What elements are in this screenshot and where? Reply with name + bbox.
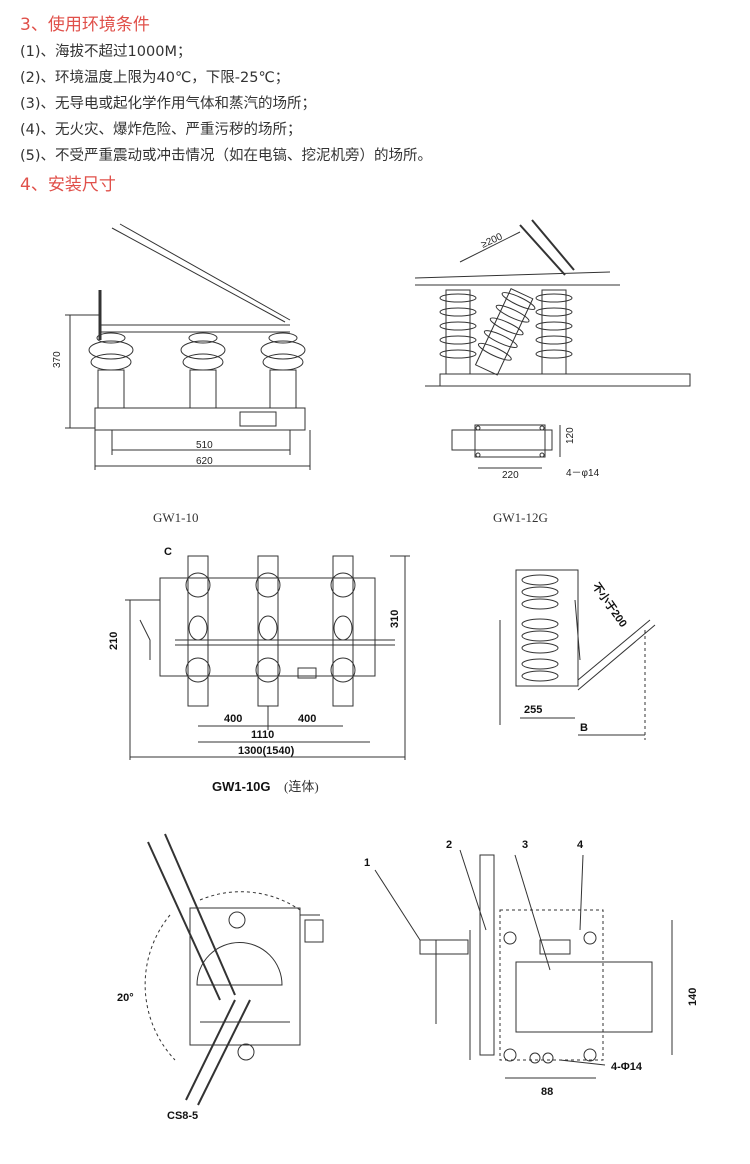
condition-item-1: (1)、海拔不超过1000M；: [20, 44, 192, 60]
gw1-12g-dim-angle: ≥200: [480, 231, 505, 251]
drawing-gw1-10g: C 210 310 400 400 1110 1300(1540) GW1-10…: [108, 546, 410, 794]
mechanism-dim-holes: 4-Φ14: [611, 1061, 643, 1073]
gw1-10g-caption: GW1-10G: [212, 779, 271, 794]
drawing-cs8-5: 20° CS8-5: [117, 833, 324, 1122]
mechanism-dim-height: 140: [687, 988, 699, 1006]
gw1-10g-dim-left: 210: [108, 632, 120, 650]
section-4-title: 4、安装尺寸: [20, 175, 116, 195]
condition-item-5: (5)、不受严重震动或冲击情况（如在电镐、挖泥机旁）的场所。: [20, 148, 433, 164]
gw1-12g-dim-height: 120: [565, 427, 576, 444]
gw1-12g-dim-holes: 4－φ14: [566, 468, 600, 479]
side-label-b: B: [580, 722, 588, 734]
condition-item-2: (2)、环境温度上限为40℃，下限-25℃；: [20, 70, 290, 86]
gw1-10-dim-height: 370: [52, 351, 63, 368]
side-dim-255: 255: [524, 704, 542, 716]
drawing-gw1-12g: ≥200 120 220 4－φ14 GW1-12G: [414, 219, 691, 525]
cs8-angle: 20°: [117, 992, 134, 1004]
gw1-12g-caption: GW1-12G: [493, 510, 548, 525]
gw1-10g-label-c: C: [164, 546, 172, 558]
drawing-mechanism: 1 2 3 4 140 88 4-Φ14: [364, 839, 699, 1098]
condition-item-4: (4)、无火灾、爆炸危险、严重污秽的场所；: [20, 122, 302, 138]
condition-item-3: (3)、无导电或起化学作用气体和蒸汽的场所；: [20, 96, 317, 112]
gw1-10-caption: GW1-10: [153, 510, 199, 525]
section-3-title: 3、使用环境条件: [20, 15, 150, 35]
gw1-10g-dim-b: 400: [298, 713, 316, 725]
mechanism-label-1: 1: [364, 857, 370, 869]
gw1-10g-caption-suffix: (连体): [284, 779, 319, 794]
mechanism-label-2: 2: [446, 839, 452, 851]
mechanism-label-3: 3: [522, 839, 528, 851]
gw1-10g-dim-right: 310: [389, 610, 401, 628]
mechanism-dim-width: 88: [541, 1086, 553, 1098]
side-note: 不小于200: [590, 580, 631, 630]
gw1-10g-dim-inner: 1110: [251, 729, 274, 741]
gw1-10g-dim-a: 400: [224, 713, 242, 725]
gw1-10-dim-inner: 510: [196, 440, 213, 451]
mechanism-label-4: 4: [577, 839, 584, 851]
drawing-gw1-10: 370 510 620 GW1-10: [52, 223, 311, 525]
gw1-10g-dim-outer: 1300(1540): [238, 745, 295, 757]
cs8-caption: CS8-5: [167, 1110, 198, 1122]
gw1-12g-dim-width: 220: [502, 470, 519, 481]
drawing-side-view: 255 B 不小于200: [499, 569, 656, 740]
gw1-10-dim-outer: 620: [196, 456, 213, 467]
